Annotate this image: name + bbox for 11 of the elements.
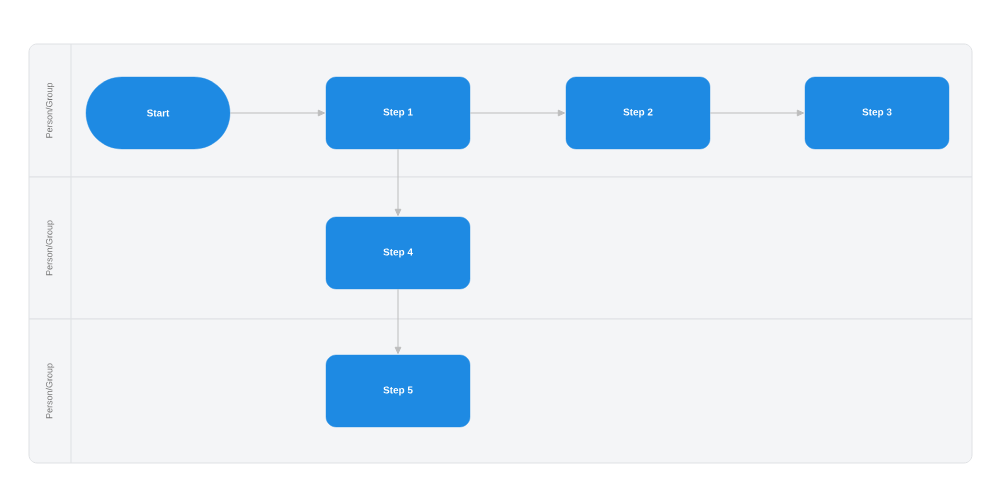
process-box: Step 4 xyxy=(325,216,471,290)
process-box: Step 3 xyxy=(804,76,950,150)
start-terminal: Start xyxy=(85,76,231,150)
process-box: Step 5 xyxy=(325,354,471,428)
arrow xyxy=(394,148,402,217)
arrow xyxy=(229,109,326,117)
process-box: Step 2 xyxy=(565,76,711,150)
process-box: Step 1 xyxy=(325,76,471,150)
arrow xyxy=(709,109,805,117)
arrow xyxy=(394,288,402,355)
arrow xyxy=(469,109,566,117)
